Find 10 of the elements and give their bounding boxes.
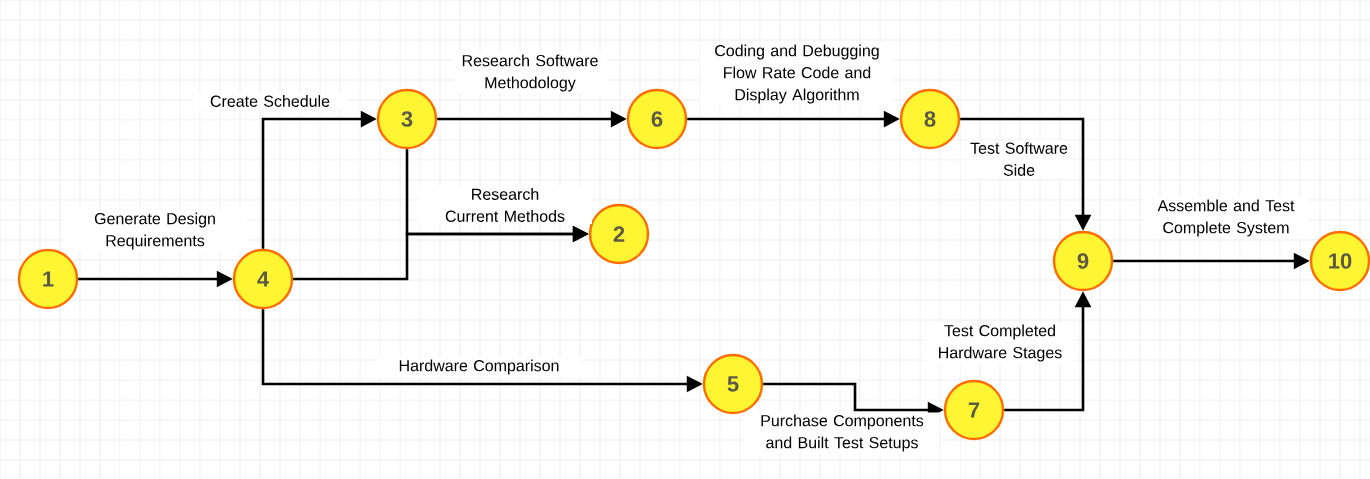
edge-label: Assemble and Test Complete System xyxy=(1144,197,1308,239)
edge-label: Generate Design Requirements xyxy=(63,210,247,252)
edge-label: Create Schedule xyxy=(193,93,347,109)
edge-label: Research Current Methods xyxy=(418,186,592,224)
edge-label: Purchase Components and Built Test Setups xyxy=(745,412,939,454)
edge-label: Research Software Methodology xyxy=(453,52,607,94)
edge-label: Coding and Debugging Flow Rate Code and Display Algorithm xyxy=(700,42,894,106)
edge-label: Test Completed Hardware Stages xyxy=(926,322,1074,364)
edge-label: Test Software Side xyxy=(967,140,1071,178)
edge-label: Hardware Comparison xyxy=(377,357,581,377)
